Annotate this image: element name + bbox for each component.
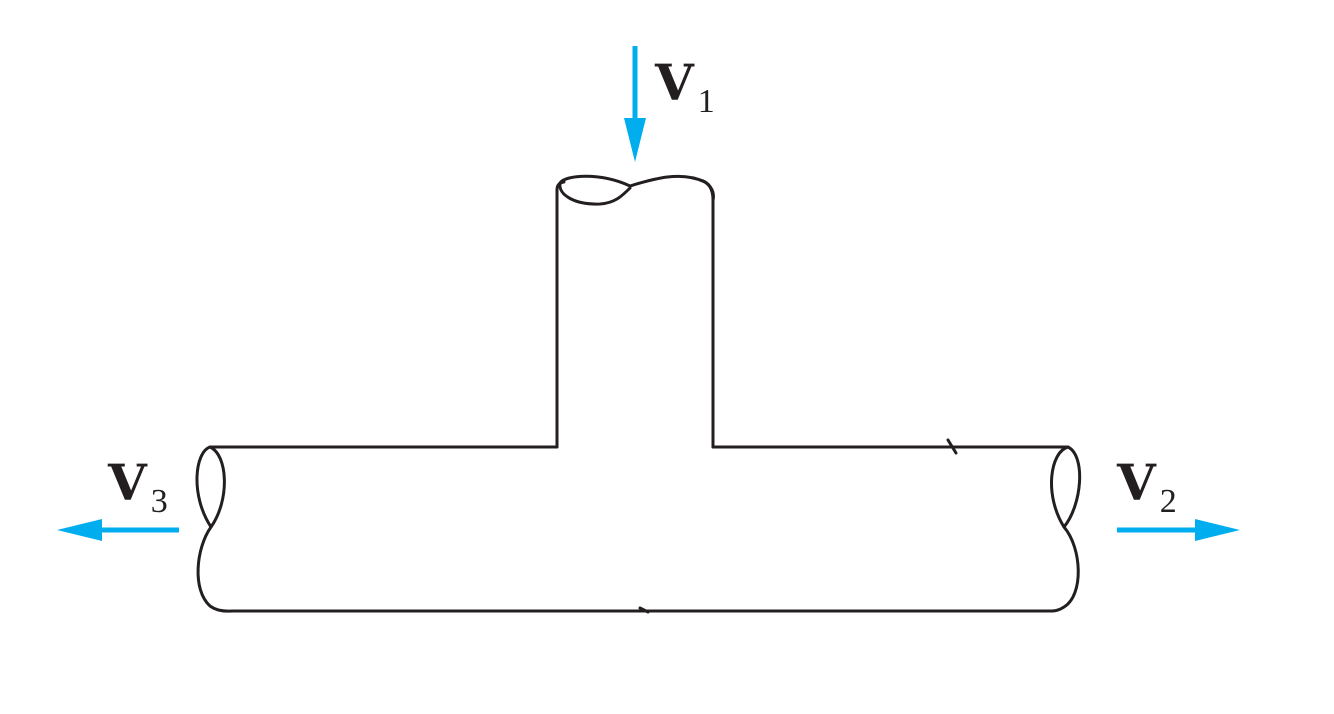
inlet-branch-right-wall — [698, 178, 715, 449]
flow-arrow-v2 — [1117, 519, 1240, 541]
flow-arrow-v1-head — [624, 118, 646, 162]
inlet-branch-left-wall — [555, 180, 566, 449]
flow-arrow-v2-head — [1195, 519, 1240, 541]
label-v2-subscript: 2 — [1160, 483, 1177, 520]
label-v1-subscript: 1 — [698, 83, 715, 120]
flow-arrow-v1 — [624, 46, 646, 162]
main-pipe-seam-mark-bottom — [638, 606, 650, 614]
inlet-branch-pipe — [555, 174, 715, 449]
outlet-2-cross-section — [1050, 445, 1082, 529]
outlet-3-end-lower — [196, 525, 234, 613]
inlet-cross-section-lower — [558, 181, 632, 206]
main-pipe — [195, 438, 1082, 614]
label-v2-symbol: V — [1116, 453, 1157, 512]
outlet-3-cross-section — [195, 445, 226, 529]
label-v1-symbol: V — [654, 53, 695, 112]
label-v3-symbol: V — [107, 453, 148, 512]
main-pipe-seam-mark-top — [946, 438, 958, 455]
label-v3-subscript: 3 — [151, 483, 168, 520]
flow-arrow-v3-head — [57, 519, 102, 541]
flow-arrow-v3 — [57, 519, 179, 541]
inlet-cross-section — [558, 174, 715, 202]
outlet-2-end-lower — [1050, 525, 1080, 613]
